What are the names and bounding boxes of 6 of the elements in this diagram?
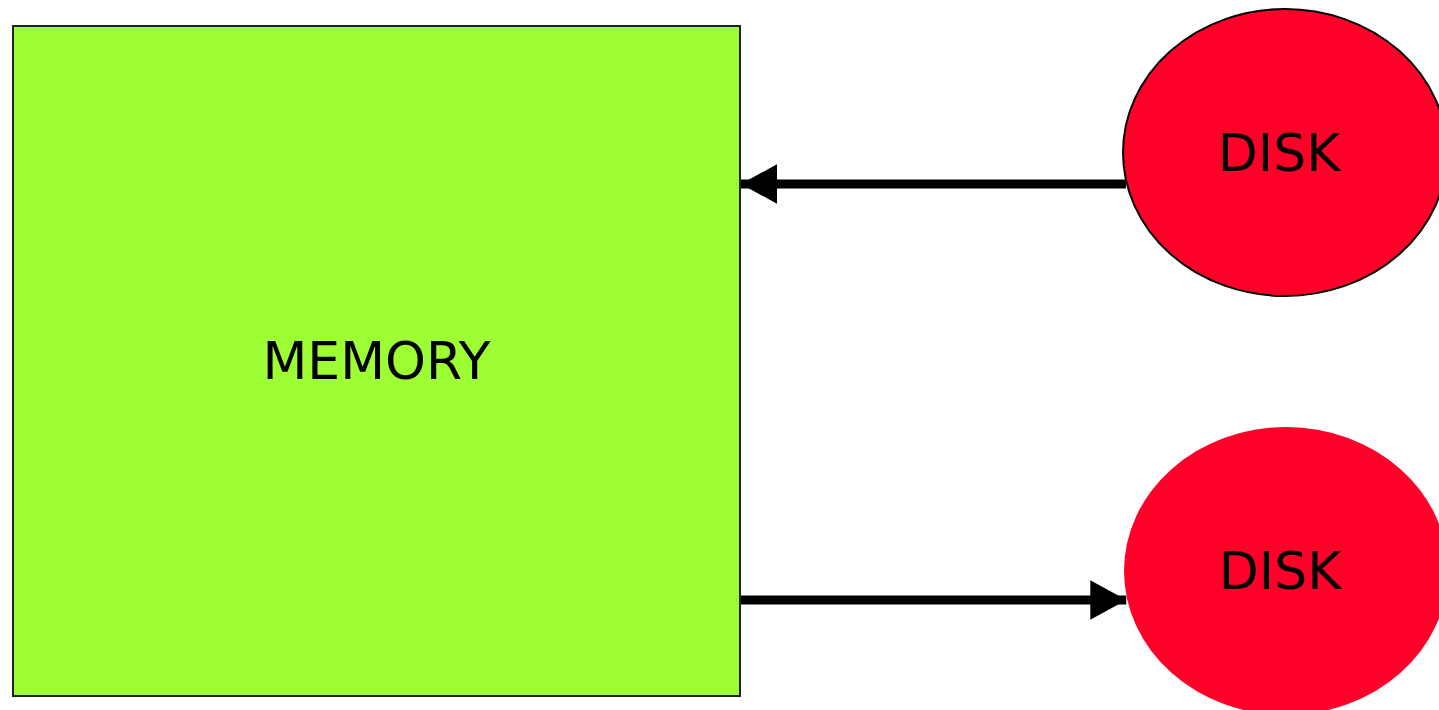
node-label: DISK [1217, 122, 1341, 183]
arrow [741, 580, 1127, 620]
memory-box [12, 25, 741, 697]
node-label: DISK [1218, 541, 1342, 601]
arrow [741, 164, 1126, 204]
node-label: MEMORY [262, 331, 491, 391]
